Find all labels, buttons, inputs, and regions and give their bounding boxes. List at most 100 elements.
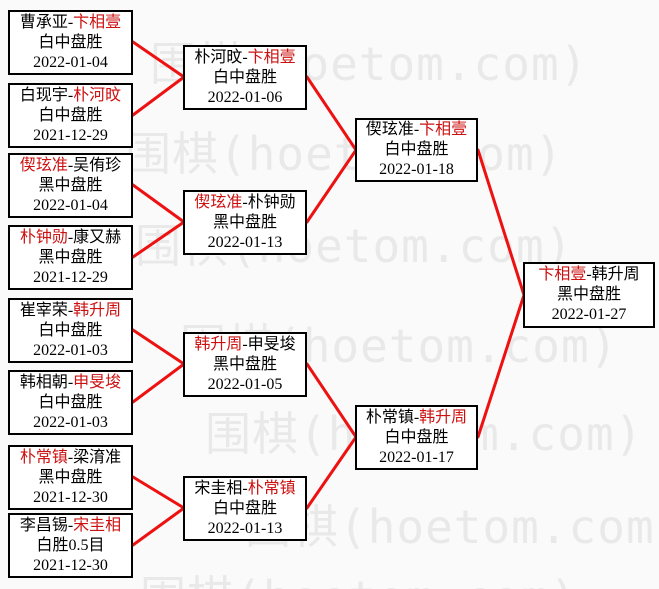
match-players: 宋圭相-朴常镇 — [185, 479, 305, 499]
bracket-connector — [131, 75, 186, 117]
match-result: 白中盘胜 — [38, 106, 103, 124]
winner-name: 韩升周 — [419, 408, 468, 426]
watermark-text: 围棋(hoetom.com) — [140, 574, 578, 589]
match-result: 黑中盘胜 — [212, 355, 277, 373]
match-r1-8[interactable]: 李昌锡-宋圭相 白胜0.5目 2021-12-30 — [8, 513, 133, 578]
bracket-connector — [305, 148, 358, 224]
bracket-connector — [131, 362, 186, 404]
winner-name: 韩升周 — [73, 301, 122, 319]
loser-name: -吴侑珍 — [67, 156, 122, 174]
match-r2-2[interactable]: 偰玹准-朴钟勋 黑中盘胜 2022-01-13 — [183, 190, 307, 255]
match-result: 黑中盘胜 — [38, 248, 103, 266]
bracket-connector — [476, 293, 526, 439]
match-final[interactable]: 卞相壹-韩升周 黑中盘胜 2022-01-27 — [523, 262, 655, 328]
match-result: 黑中盘胜 — [556, 286, 621, 303]
bracket-connector — [131, 506, 186, 547]
match-result: 白中盘胜 — [212, 68, 277, 86]
match-sf-1[interactable]: 偰玹准-卞相壹 白中盘胜 2022-01-18 — [355, 118, 478, 182]
match-players: 曹承亚-卞相壹 — [10, 13, 131, 33]
match-date: 2022-01-05 — [207, 375, 283, 393]
match-players: 朴常镇-韩升周 — [357, 408, 476, 428]
match-result: 白中盘胜 — [384, 141, 449, 158]
winner-name: 朴常镇 — [19, 448, 68, 466]
match-sf-2[interactable]: 朴常镇-韩升周 白中盘胜 2022-01-17 — [355, 405, 478, 470]
loser-name: 朴常镇- — [365, 408, 420, 426]
match-r1-1[interactable]: 曹承亚-卞相壹 白中盘胜 2022-01-04 — [8, 10, 133, 75]
match-result: 黑中盘胜 — [212, 213, 277, 231]
match-result: 白中盘胜 — [212, 499, 277, 517]
match-date: 2022-01-27 — [551, 306, 627, 323]
match-r2-4[interactable]: 宋圭相-朴常镇 白中盘胜 2022-01-13 — [183, 476, 307, 541]
match-date: 2022-01-13 — [207, 233, 283, 251]
match-players: 偰玹准-朴钟勋 — [185, 193, 305, 213]
match-r1-3[interactable]: 偰玹准-吴侑珍 黑中盘胜 2022-01-04 — [8, 153, 133, 218]
winner-name: 偰玹准 — [194, 193, 243, 211]
loser-name: 朴河旼- — [194, 48, 248, 66]
match-players: 崔宰荣-韩升周 — [10, 301, 131, 321]
loser-name: -康又赫 — [67, 228, 122, 246]
match-date: 2022-01-17 — [379, 448, 454, 466]
match-r2-1[interactable]: 朴河旼-卞相壹 白中盘胜 2022-01-06 — [183, 45, 307, 110]
bracket-connector — [131, 475, 186, 510]
bracket-connector — [305, 362, 358, 439]
winner-name: 宋圭相 — [73, 516, 122, 534]
match-date: 2021-12-29 — [33, 268, 108, 286]
match-r1-4[interactable]: 朴钟勋-康又赫 黑中盘胜 2021-12-29 — [8, 225, 133, 290]
winner-name: 韩升周 — [194, 335, 243, 353]
match-date: 2022-01-06 — [207, 88, 283, 106]
match-players: 李昌锡-宋圭相 — [10, 516, 131, 536]
loser-name: -朴钟勋 — [242, 193, 296, 211]
bracket-connector — [131, 220, 186, 259]
match-r1-5[interactable]: 崔宰荣-韩升周 白中盘胜 2022-01-03 — [8, 298, 133, 363]
match-players: 朴钟勋-康又赫 — [10, 228, 131, 248]
match-players: 韩相朝-申旻埈 — [10, 373, 131, 393]
match-date: 2021-12-29 — [33, 126, 108, 144]
loser-name: 韩相朝- — [19, 373, 74, 391]
match-players: 白现宇-朴河旼 — [10, 86, 131, 106]
winner-name: 偰玹准 — [19, 156, 68, 174]
match-players: 朴常镇-梁淯准 — [10, 448, 131, 468]
match-r1-2[interactable]: 白现宇-朴河旼 白中盘胜 2021-12-29 — [8, 83, 133, 148]
match-r1-7[interactable]: 朴常镇-梁淯准 黑中盘胜 2021-12-30 — [8, 445, 133, 510]
match-result: 白胜0.5目 — [36, 536, 105, 554]
match-players: 朴河旼-卞相壹 — [185, 48, 305, 68]
match-players: 卞相壹-韩升周 — [525, 265, 653, 285]
match-r2-3[interactable]: 韩升周-申旻埈 黑中盘胜 2022-01-05 — [183, 332, 307, 397]
winner-name: 朴钟勋 — [19, 228, 68, 246]
match-date: 2022-01-03 — [33, 341, 108, 359]
match-players: 偰玹准-吴侑珍 — [10, 156, 131, 176]
match-players: 偰玹准-卞相壹 — [357, 120, 476, 140]
loser-name: 偰玹准- — [365, 121, 420, 138]
winner-name: 卞相壹 — [247, 48, 296, 66]
bracket-connector — [131, 40, 186, 79]
match-date: 2022-01-13 — [207, 519, 283, 537]
winner-name: 卞相壹 — [538, 266, 587, 283]
loser-name: -梁淯准 — [67, 448, 122, 466]
match-date: 2022-01-04 — [33, 53, 108, 71]
bracket-connector — [131, 328, 186, 366]
winner-name: 朴常镇 — [247, 479, 296, 497]
match-players: 韩升周-申旻埈 — [185, 335, 305, 355]
match-date: 2022-01-03 — [33, 413, 108, 431]
match-result: 白中盘胜 — [38, 393, 103, 411]
match-result: 黑中盘胜 — [38, 468, 103, 486]
bracket-connector — [305, 435, 358, 510]
watermark-text: 围棋(hoetom.com) — [245, 500, 659, 554]
loser-name: 李昌锡- — [19, 516, 74, 534]
match-date: 2021-12-30 — [33, 488, 108, 506]
loser-name: 曹承亚- — [19, 13, 74, 31]
match-date: 2022-01-18 — [379, 161, 454, 178]
bracket-connector — [305, 75, 358, 152]
winner-name: 卞相壹 — [73, 13, 122, 31]
loser-name: 崔宰荣- — [19, 301, 74, 319]
match-result: 白中盘胜 — [38, 321, 103, 339]
loser-name: 白现宇- — [19, 86, 74, 104]
loser-name: 宋圭相- — [194, 479, 248, 497]
bracket-connector — [476, 148, 526, 297]
winner-name: 申旻埈 — [73, 373, 122, 391]
match-date: 2022-01-04 — [33, 196, 108, 214]
match-r1-6[interactable]: 韩相朝-申旻埈 白中盘胜 2022-01-03 — [8, 370, 133, 435]
match-date: 2021-12-30 — [33, 556, 108, 574]
